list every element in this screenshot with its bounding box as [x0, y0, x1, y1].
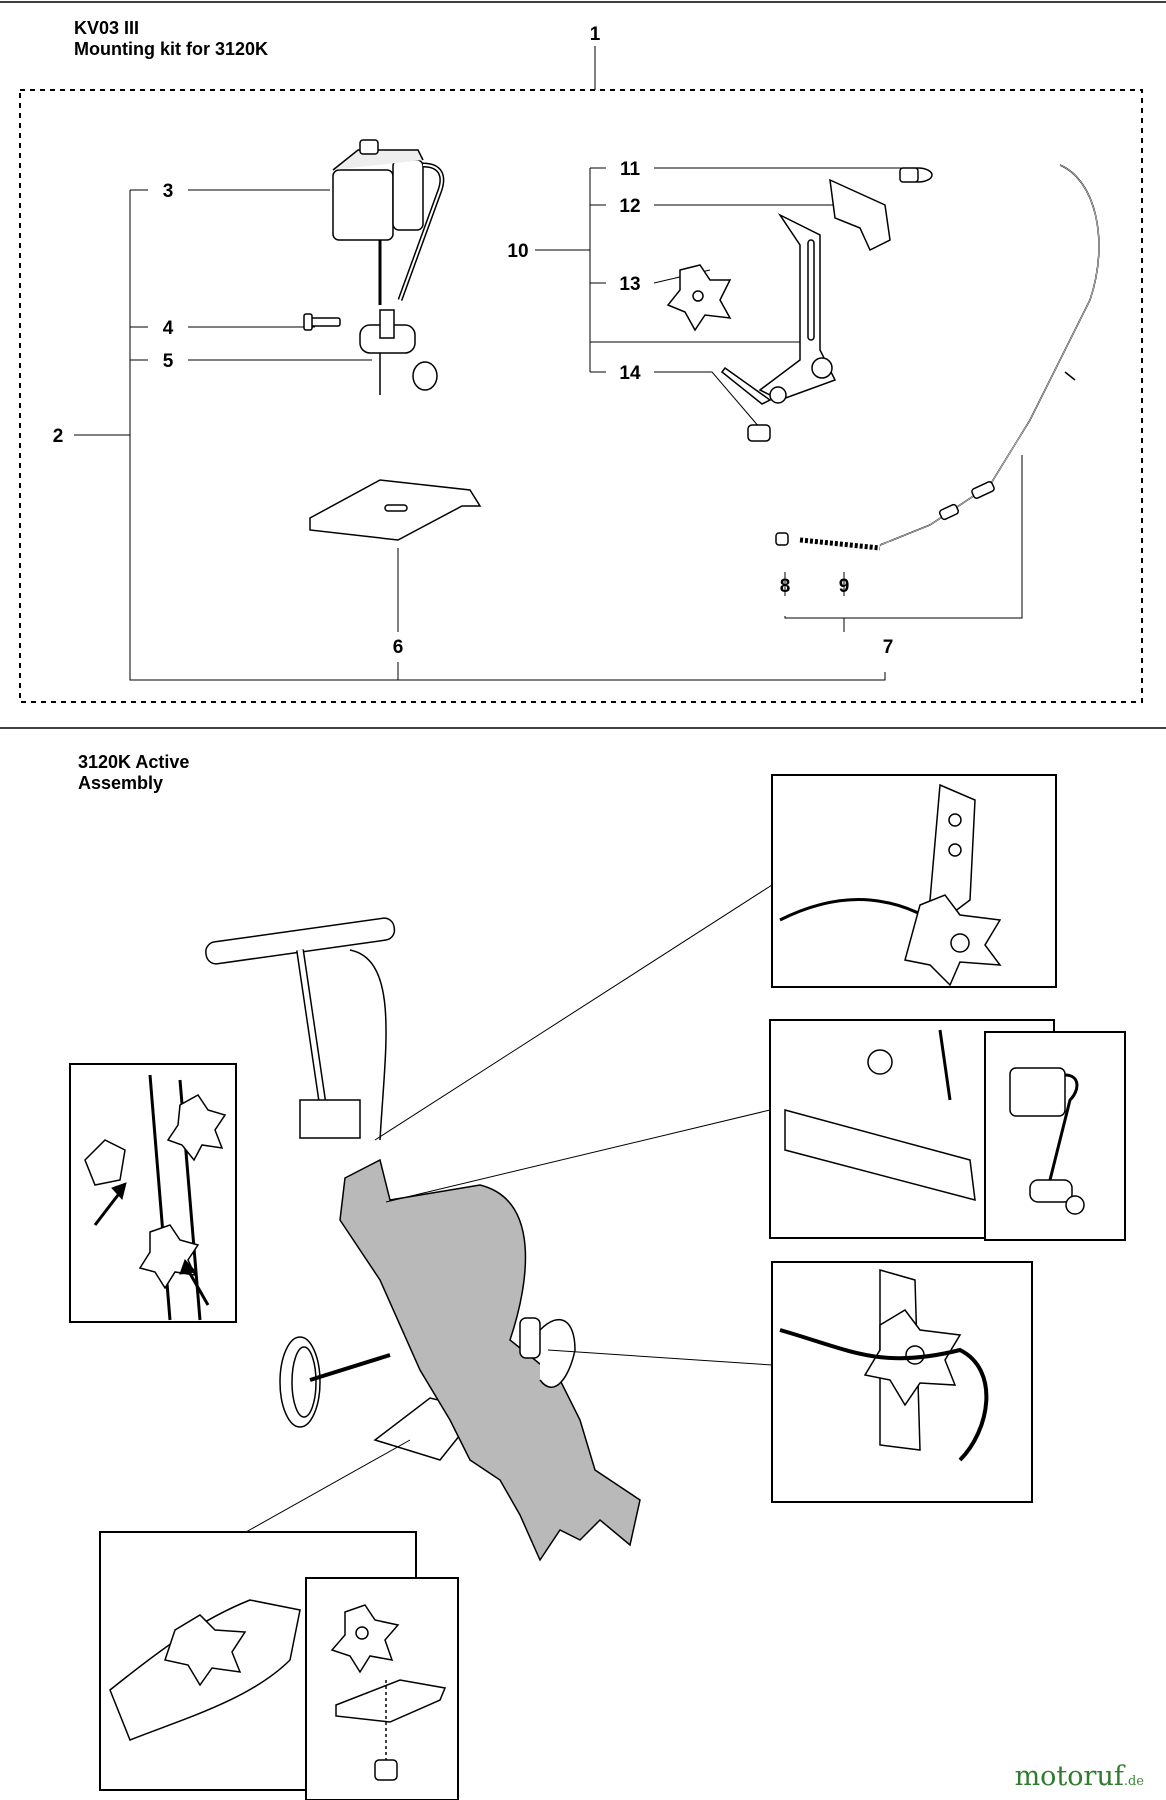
callout-12: 12 — [619, 196, 640, 217]
detail-contents — [84, 783, 1085, 1781]
callout-4: 4 — [163, 318, 174, 339]
callout-10: 10 — [507, 241, 528, 262]
brand-tld: .de — [1123, 1774, 1144, 1789]
callout-2: 2 — [53, 426, 64, 447]
callout-13: 13 — [619, 274, 640, 295]
water-valve-part — [332, 139, 445, 305]
assembly-title: 3120K Active Assembly — [78, 752, 189, 794]
throttle-cable-part — [775, 164, 1100, 551]
detail-pointers — [245, 884, 773, 1533]
callout-7: 7 — [883, 637, 894, 658]
kit-boundary — [19, 89, 1143, 703]
cut-off-saw-cart — [205, 917, 641, 1562]
attention-arrows — [93, 1182, 210, 1306]
leader-lines — [74, 46, 1023, 681]
assembly-model: 3120K Active — [78, 752, 190, 772]
callout-8: 8 — [780, 576, 791, 597]
screw-and-connector — [303, 309, 438, 395]
assembly-label: Assembly — [78, 773, 164, 793]
callout-14: 14 — [619, 363, 641, 384]
brand-watermark: motoruf.de — [1015, 1761, 1144, 1792]
detail-view-valve-part-inset — [984, 1031, 1126, 1241]
callout-11: 11 — [620, 159, 641, 180]
kit-title: KV03 III Mounting kit for 3120K — [74, 18, 268, 60]
callout-5: 5 — [163, 351, 174, 372]
saw-body — [339, 1158, 641, 1562]
callout-6: 6 — [393, 637, 404, 658]
kit-description: Mounting kit for 3120K — [74, 39, 269, 59]
callout-3: 3 — [163, 181, 174, 202]
knob-bracket-part — [666, 167, 933, 442]
brand-name: motoruf — [1014, 1761, 1124, 1792]
callout-9: 9 — [839, 576, 850, 597]
kit-code: KV03 III — [74, 18, 140, 38]
bracket-plate-part — [309, 479, 482, 541]
callout-labels: 1 2 3 4 5 6 7 8 9 10 11 12 13 14 — [53, 24, 894, 658]
callout-1: 1 — [590, 24, 601, 45]
